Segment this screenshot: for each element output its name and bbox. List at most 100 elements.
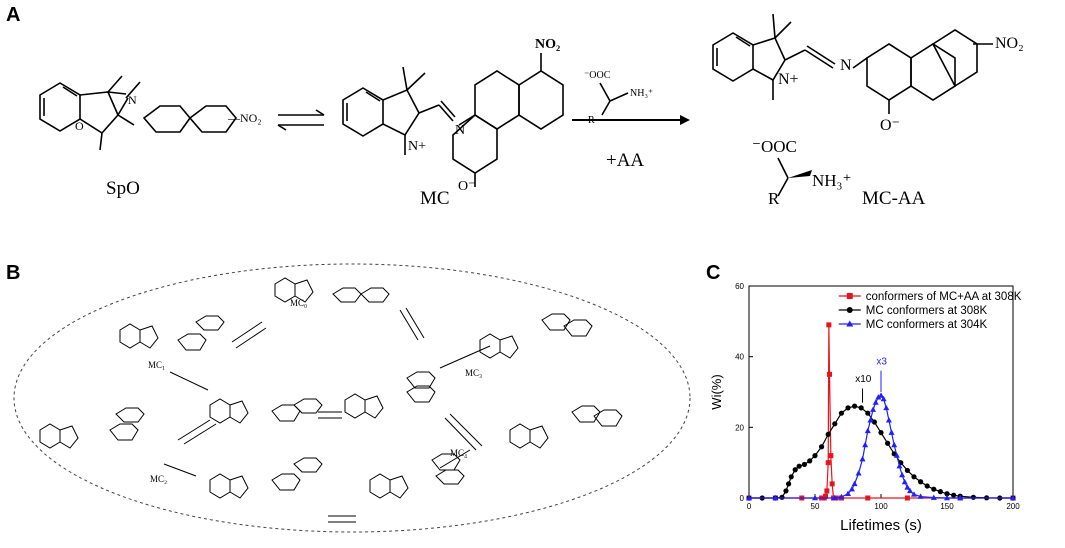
- mc2-structure: [39, 407, 145, 449]
- equilibrium-arrow-a: [277, 109, 325, 131]
- legend-marker-square: [846, 293, 853, 299]
- point-mc-304k: [911, 491, 917, 497]
- point-mc-304k: [944, 494, 950, 501]
- point-mcaa-308k: [829, 481, 835, 487]
- mcaa-structure: [712, 13, 993, 114]
- point-mc-308k: [858, 405, 864, 411]
- point-mcaa-308k: [823, 493, 829, 499]
- point-mc-308k: [788, 474, 794, 480]
- point-mc-308k: [865, 410, 871, 416]
- point-mc-308k: [911, 474, 917, 480]
- point-mc-304k: [864, 427, 871, 434]
- atom-no2-spo: —NO₂: [227, 111, 262, 125]
- point-mc-304k: [893, 452, 900, 458]
- point-mcaa-308k: [824, 488, 830, 494]
- atom-nh3-large: NH₃⁺: [812, 171, 851, 190]
- point-mcaa-308k: [904, 495, 910, 501]
- point-mc-304k: [812, 494, 818, 501]
- point-mc-304k: [875, 394, 882, 400]
- label-mcaa: MC-AA: [862, 188, 926, 209]
- point-mc-308k: [918, 479, 924, 485]
- atom-ooc-small: ⁻OOC: [584, 70, 611, 81]
- atom-no2-mcaa: NO₂: [995, 35, 1024, 52]
- atom-ooc-large: ⁻OOC: [752, 137, 797, 156]
- x-tick-label: 150: [940, 502, 954, 511]
- point-mc-308k: [924, 483, 930, 489]
- panel-label-b: B: [6, 262, 21, 284]
- series-line-0: [749, 324, 1013, 499]
- point-mcaa-308k: [827, 371, 833, 377]
- label-mc2: MC₂: [150, 474, 167, 484]
- y-tick-label: 20: [735, 423, 744, 432]
- chart-xlabel: Lifetimes (s): [840, 517, 922, 534]
- atom-n-mcaa: N: [840, 57, 852, 74]
- label-mc: MC: [420, 188, 450, 209]
- point-mc-304k: [883, 404, 890, 411]
- conformer-diagram: MC₀ MC₁ MC₃ MC₂ MC₄: [13, 263, 691, 533]
- x-tick-label: 200: [1006, 502, 1020, 511]
- point-mcaa-308k: [828, 453, 834, 459]
- point-mc-304k: [904, 484, 911, 490]
- y-tick-label: 0: [740, 494, 745, 503]
- mc-center-structure: [209, 398, 323, 424]
- x-tick-label: 50: [811, 502, 820, 511]
- point-mc-308k: [812, 453, 818, 459]
- point-mc-304k: [746, 494, 752, 501]
- mc-structure: [342, 53, 564, 187]
- y-tick-label: 60: [735, 282, 744, 291]
- point-mc-308k: [951, 492, 957, 498]
- point-mc-304k: [867, 417, 874, 423]
- point-mc-308k: [792, 467, 798, 473]
- mc-center2-structure: [344, 371, 436, 419]
- point-mc-308k: [885, 440, 891, 446]
- reaction-scheme: N O —NO₂ N N+ O⁻ NO₂ ⁻OOC NH₃⁺ R N N+ O⁻…: [39, 13, 1024, 208]
- point-mc-308k: [970, 494, 976, 500]
- point-mc-304k: [888, 429, 895, 435]
- point-mc-308k: [786, 481, 792, 487]
- point-mc-308k: [779, 494, 785, 500]
- point-mc-308k: [904, 467, 910, 474]
- point-mc-304k: [870, 406, 877, 412]
- point-mc-308k: [845, 405, 851, 411]
- point-mc-304k: [848, 485, 855, 492]
- point-mcaa-308k: [825, 460, 831, 466]
- point-mc-304k: [831, 494, 838, 501]
- mc1-structure: [119, 315, 225, 351]
- point-mc-304k: [1010, 494, 1016, 501]
- atom-r-large: R: [768, 189, 780, 208]
- point-mc-304k: [862, 441, 869, 448]
- point-mc-308k: [852, 403, 858, 409]
- chart-annotation-x10: x10: [855, 374, 872, 385]
- point-mc-304k: [838, 493, 845, 500]
- atom-nh3-small: NH₃⁺: [630, 88, 653, 99]
- legend-marker-triangle: [846, 320, 854, 327]
- atom-r-small: R: [588, 115, 595, 126]
- label-mc1: MC₁: [148, 360, 165, 370]
- point-mc-304k: [901, 478, 908, 485]
- point-mc-308k: [819, 444, 825, 450]
- point-mc-308k: [807, 458, 813, 464]
- amino-acid-large: [777, 157, 812, 197]
- atom-nplus-mcaa: N+: [778, 71, 799, 88]
- legend-marker-circle: [846, 307, 853, 313]
- atom-no2-mc: NO₂: [535, 37, 560, 52]
- point-mc-304k: [855, 470, 862, 476]
- atom-n-mc: N: [455, 123, 465, 138]
- point-mc-308k: [838, 410, 844, 416]
- point-mc-304k: [896, 463, 903, 469]
- point-mc-304k: [851, 480, 858, 487]
- point-mc-304k: [891, 441, 898, 448]
- mc3-structure: [479, 313, 593, 359]
- conformer-arrows: [163, 307, 491, 523]
- legend-label-1: MC conformers at 308K: [866, 305, 988, 317]
- point-mc-308k: [878, 430, 884, 436]
- point-mcaa-308k: [826, 322, 832, 328]
- mc-right-structure: [509, 405, 623, 449]
- point-mc-308k: [825, 431, 831, 437]
- point-mc-308k: [783, 488, 789, 494]
- point-mc-304k: [772, 494, 779, 501]
- point-mc-304k: [859, 455, 866, 462]
- chart-annotation-x3: x3: [876, 356, 887, 367]
- x-tick-label: 0: [747, 502, 752, 511]
